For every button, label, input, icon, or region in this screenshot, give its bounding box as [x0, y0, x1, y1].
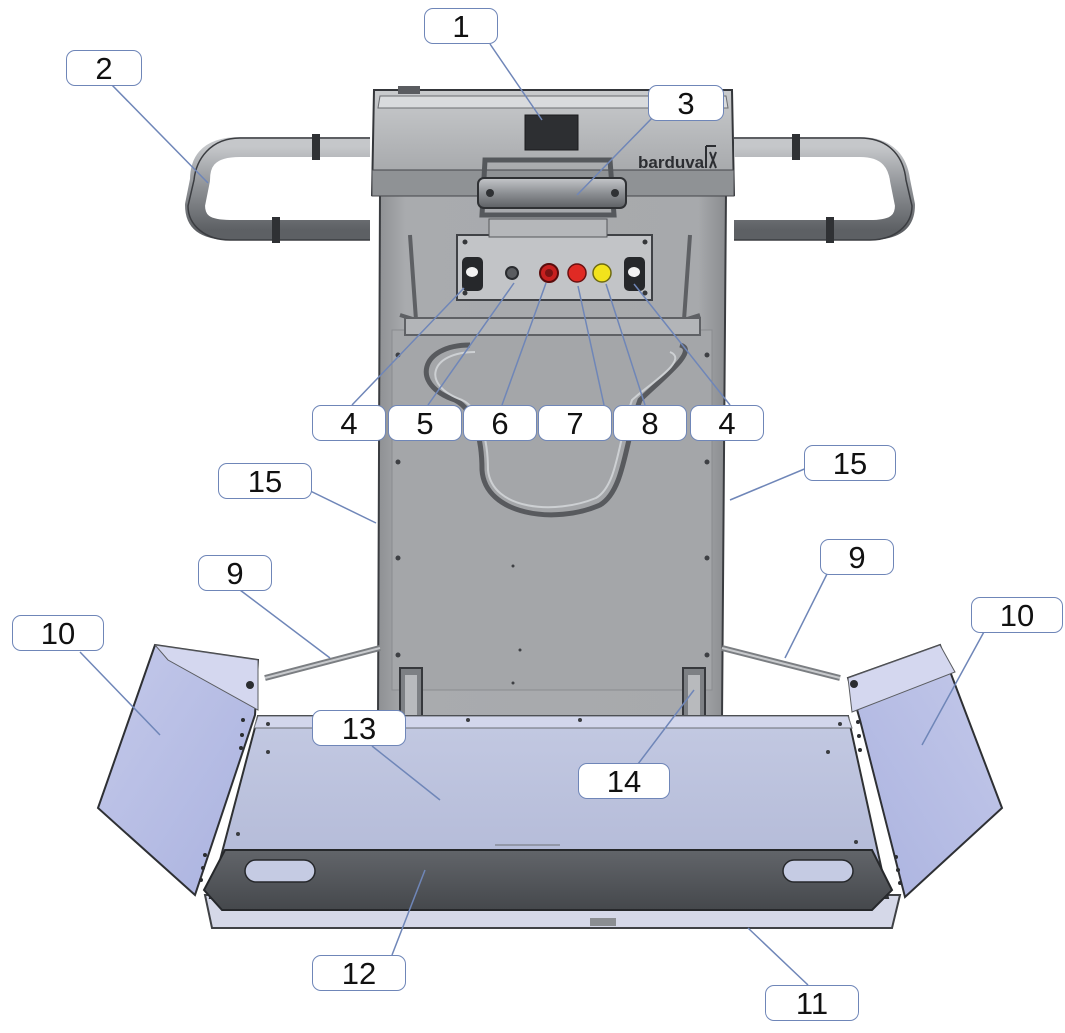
leader-line-10a: [79, 651, 161, 736]
side-flap-right: [846, 643, 1004, 899]
leader-line-9a: [239, 589, 331, 659]
callout-8: 8: [613, 405, 687, 441]
callout-3: 3: [648, 85, 724, 121]
callout-14: 14: [578, 763, 670, 799]
leader-line-4b: [633, 283, 731, 406]
callout-9-right: 9: [820, 539, 894, 575]
leader-line-1: [489, 43, 543, 121]
leader-line-4a: [351, 287, 465, 406]
guide-rail: [185, 134, 915, 243]
callout-10-right: 10: [971, 597, 1063, 633]
callout-7: 7: [538, 405, 612, 441]
callout-15-right: 15: [804, 445, 896, 481]
callout-9-left: 9: [198, 555, 272, 591]
display-screen: [524, 114, 579, 151]
callout-4-right: 4: [690, 405, 764, 441]
leader-line-14: [637, 689, 695, 765]
leader-lines: [79, 43, 986, 986]
leader-line-5: [427, 282, 515, 406]
callout-5: 5: [388, 405, 462, 441]
indicator-light: [505, 266, 519, 280]
leader-line-7: [577, 285, 605, 406]
leader-line-9b: [784, 571, 829, 659]
callout-13: 13: [312, 710, 406, 746]
callout-15-left: 15: [218, 463, 312, 499]
leader-line-12: [391, 869, 426, 956]
leader-line-3: [576, 114, 656, 196]
callout-1: 1: [424, 8, 498, 44]
bumper-slot-right: [782, 859, 854, 883]
brand-logo: barduva: [638, 153, 705, 172]
leader-line-11: [747, 927, 809, 986]
callout-4-left: 4: [312, 405, 386, 441]
callout-10-left: 10: [12, 615, 104, 651]
control-panel: [456, 218, 653, 301]
leader-line-15b: [729, 464, 815, 501]
yellow-button: [592, 263, 612, 283]
support-arms: [264, 645, 841, 681]
callout-11: 11: [765, 985, 859, 1021]
callout-2: 2: [66, 50, 142, 86]
red-button: [567, 263, 587, 283]
leader-line-13: [371, 745, 441, 801]
handle: [477, 157, 627, 218]
callout-6: 6: [463, 405, 537, 441]
leader-line-8: [605, 283, 646, 406]
callout-12: 12: [312, 955, 406, 991]
leader-line-2: [109, 82, 209, 184]
side-flap-left: [96, 643, 260, 897]
front-bumper: [202, 849, 894, 911]
leader-line-10b: [921, 629, 986, 746]
leader-line-6: [501, 282, 547, 406]
bumper-slot-left: [244, 859, 316, 883]
